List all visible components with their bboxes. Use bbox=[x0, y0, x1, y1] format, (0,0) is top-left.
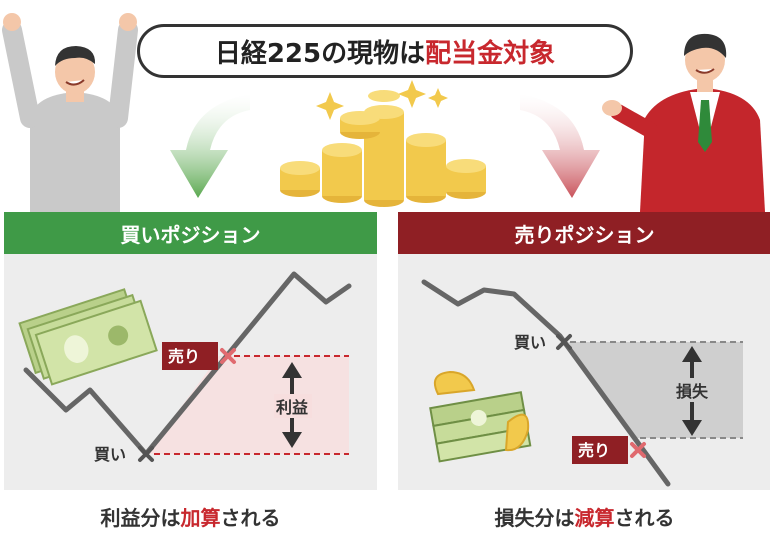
sell-tag-label: 売り bbox=[578, 441, 610, 460]
price-line bbox=[421, 279, 671, 487]
buy-position-header: 買いポジション bbox=[4, 212, 377, 254]
loss-double-arrow-icon bbox=[674, 346, 712, 436]
buy-position-caption: 利益分は加算される bbox=[4, 502, 377, 531]
sell-cross-icon bbox=[630, 442, 646, 458]
sell-tag-label: 売り bbox=[168, 347, 200, 366]
caption-text: 利益分は bbox=[100, 506, 181, 530]
sell-tag bbox=[162, 342, 218, 370]
buy-label: 買い bbox=[514, 333, 546, 352]
buy-cross-icon bbox=[138, 446, 154, 462]
sell-tag bbox=[572, 436, 628, 464]
caption-text: 損失分は bbox=[494, 506, 575, 530]
loss-label: 損失 bbox=[676, 382, 709, 401]
buy-position-chart: 利益 売り 買い bbox=[18, 271, 352, 464]
banknotes-icon bbox=[18, 288, 158, 386]
title-highlight: 配当金対象 bbox=[425, 38, 556, 69]
caption-highlight: 減算 bbox=[574, 506, 615, 530]
sell-cross-icon bbox=[220, 348, 236, 364]
flying-money-icon bbox=[429, 370, 532, 463]
loss-area bbox=[568, 342, 743, 438]
green-curved-arrow-icon bbox=[170, 94, 250, 198]
businessman-illustration bbox=[602, 33, 765, 212]
sell-position-caption: 損失分は減算される bbox=[398, 502, 770, 531]
sell-position-panel: 売りポジション 損失 買い 売り bbox=[398, 212, 770, 490]
buy-position-panel: 買いポジション 利益 売り bbox=[4, 212, 377, 490]
sell-position-chart: 損失 買い 売り bbox=[421, 279, 743, 487]
buy-label: 買い bbox=[94, 445, 126, 464]
coin-pile-icon bbox=[280, 80, 486, 207]
caption-text: される bbox=[220, 506, 281, 530]
title-banner: 日経225の現物は配当金対象 bbox=[137, 24, 633, 78]
buy-cross-icon bbox=[556, 334, 572, 350]
title-text: 日経225の現物は bbox=[214, 38, 426, 69]
profit-label: 利益 bbox=[276, 398, 308, 417]
red-curved-arrow-icon bbox=[520, 94, 600, 198]
sell-position-header: 売りポジション bbox=[398, 212, 770, 254]
caption-highlight: 加算 bbox=[180, 506, 221, 530]
profit-area bbox=[146, 356, 349, 454]
caption-text: される bbox=[614, 506, 675, 530]
cheering-man-illustration bbox=[2, 13, 138, 212]
profit-double-arrow-icon bbox=[274, 362, 312, 448]
